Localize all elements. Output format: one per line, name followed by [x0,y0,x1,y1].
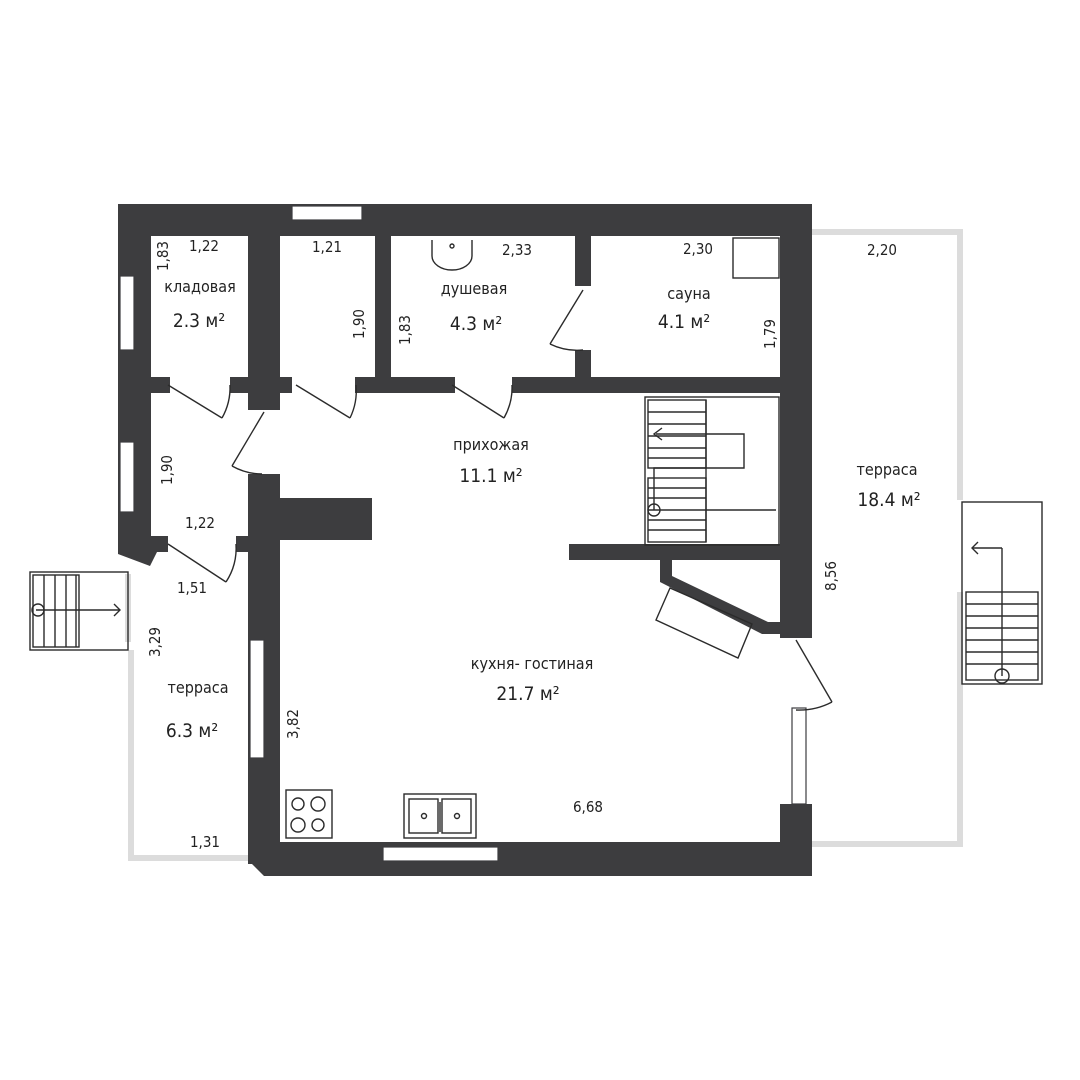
door-icon [231,411,265,475]
window-icon [119,441,135,513]
dim-vestibule-bottom: 1,22 [185,514,215,532]
stairs-icon [644,396,780,546]
dim-closet-side: 1,90 [350,309,368,339]
door-icon [167,384,231,419]
window-icon [791,707,807,805]
dim-terrace-right-top: 2,20 [867,241,897,259]
storage-name: кладовая [164,277,235,296]
dim-shower-top: 2,33 [502,241,532,259]
dim-kitchen-side: 3,82 [284,709,302,739]
dim-terrace-left-side: 3,29 [146,627,164,657]
windows [119,205,807,862]
terrace-left-name: терраса [167,678,228,697]
terrace-right-area: 18.4 м² [857,489,920,511]
window-icon [249,639,265,759]
door-icon [167,543,237,583]
sauna-name: сауна [667,284,710,303]
kitchen-area: 21.7 м² [496,683,559,705]
dim-closet-top: 1,21 [312,238,342,256]
terrace-right-name: терраса [856,460,917,479]
dim-storage-side: 1,83 [154,241,172,271]
dim-sauna-top: 2,30 [683,240,713,258]
shower-area: 4.3 м² [450,313,502,335]
dim-sauna-side: 1,79 [761,319,779,349]
sauna-area: 4.1 м² [658,311,710,333]
stair-cabinet [655,587,753,659]
doors [167,289,833,711]
window-icon [119,275,135,351]
door-icon [295,384,357,419]
room-labels: кладовая 2.3 м² душевая 4.3 м² сауна 4.1… [164,277,920,742]
double-sink-icon [403,793,477,839]
dim-terrace-left-bottom: 1,31 [190,833,220,851]
door-icon [795,639,833,711]
stairs-icon [29,571,129,651]
dimension-labels: 1,22 1,83 1,21 1,90 2,33 1,83 2,30 1,79 … [146,237,897,851]
dim-terrace-left-top: 1,51 [177,579,207,597]
stairs-icon [961,501,1043,685]
door-icon [549,289,584,351]
dim-terrace-right-side: 8,56 [822,561,840,591]
window-icon [291,205,363,221]
sink-icon [431,240,473,271]
storage-area: 2.3 м² [173,310,225,332]
door-icon [451,384,513,419]
sauna-bench [732,237,780,279]
dim-kitchen-bottom: 6,68 [573,798,603,816]
window-icon [382,846,499,862]
dim-storage-top: 1,22 [189,237,219,255]
hall-area: 11.1 м² [459,465,522,487]
kitchen-name: кухня- гостиная [471,654,593,673]
stove-icon [285,789,333,839]
dim-vestibule-side: 1,90 [158,455,176,485]
walls [118,204,812,876]
shower-name: душевая [441,279,507,298]
hall-name: прихожая [453,435,529,454]
terrace-left-area: 6.3 м² [166,720,218,742]
dim-shower-side: 1,83 [396,315,414,345]
